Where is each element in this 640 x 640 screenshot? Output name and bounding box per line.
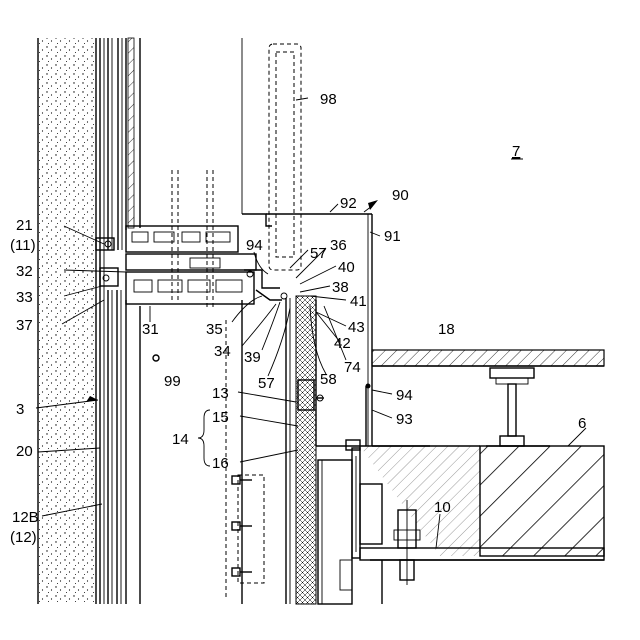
label-21: 21	[16, 217, 33, 234]
label-57b: 57	[258, 375, 275, 392]
label-18: 18	[438, 321, 455, 338]
label-32: 32	[16, 263, 33, 280]
label-37: 37	[16, 317, 33, 334]
label-6: 6	[578, 415, 586, 432]
label-74: 74	[344, 359, 361, 376]
label-35: 35	[206, 321, 223, 338]
label-91: 91	[384, 228, 401, 245]
label-12: (12)	[10, 529, 37, 546]
label-38: 38	[332, 279, 349, 296]
label-94b: 94	[396, 387, 413, 404]
label-39: 39	[244, 349, 261, 366]
label-13: 13	[212, 385, 229, 402]
label-93: 93	[396, 411, 413, 428]
window-frame-profiles	[96, 214, 287, 304]
label-58: 58	[320, 371, 337, 388]
point-99	[153, 355, 159, 361]
label-99: 99	[164, 373, 181, 390]
label-90: 90	[392, 187, 409, 204]
floor-slab-18	[372, 350, 604, 366]
label-36: 36	[330, 237, 347, 254]
label-42: 42	[334, 335, 351, 352]
label-10: 10	[434, 499, 451, 516]
label-57a: 57	[310, 245, 327, 262]
label-16: 16	[212, 455, 229, 472]
label-3: 3	[16, 401, 24, 418]
dashed-component-98	[269, 44, 301, 270]
wall-brackets	[232, 475, 264, 583]
label-41: 41	[350, 293, 367, 310]
label-34: 34	[214, 343, 231, 360]
structural-slab-6	[360, 446, 604, 556]
label-12B: 12B	[12, 509, 39, 526]
label-40: 40	[338, 259, 355, 276]
label-15: 15	[212, 409, 229, 426]
label-14: 14	[172, 431, 189, 448]
label-7: 7	[512, 143, 520, 160]
label-43: 43	[348, 319, 365, 336]
floor-support	[486, 368, 550, 446]
label-33: 33	[16, 289, 33, 306]
label-11: (11)	[10, 237, 36, 254]
member-93	[346, 384, 371, 451]
label-31: 31	[142, 321, 159, 338]
label-98: 98	[320, 91, 337, 108]
lower-wall-block	[318, 448, 382, 604]
label-92: 92	[340, 195, 357, 212]
label-20: 20	[16, 443, 33, 460]
arrow-90	[368, 200, 378, 210]
label-94a: 94	[246, 237, 263, 254]
